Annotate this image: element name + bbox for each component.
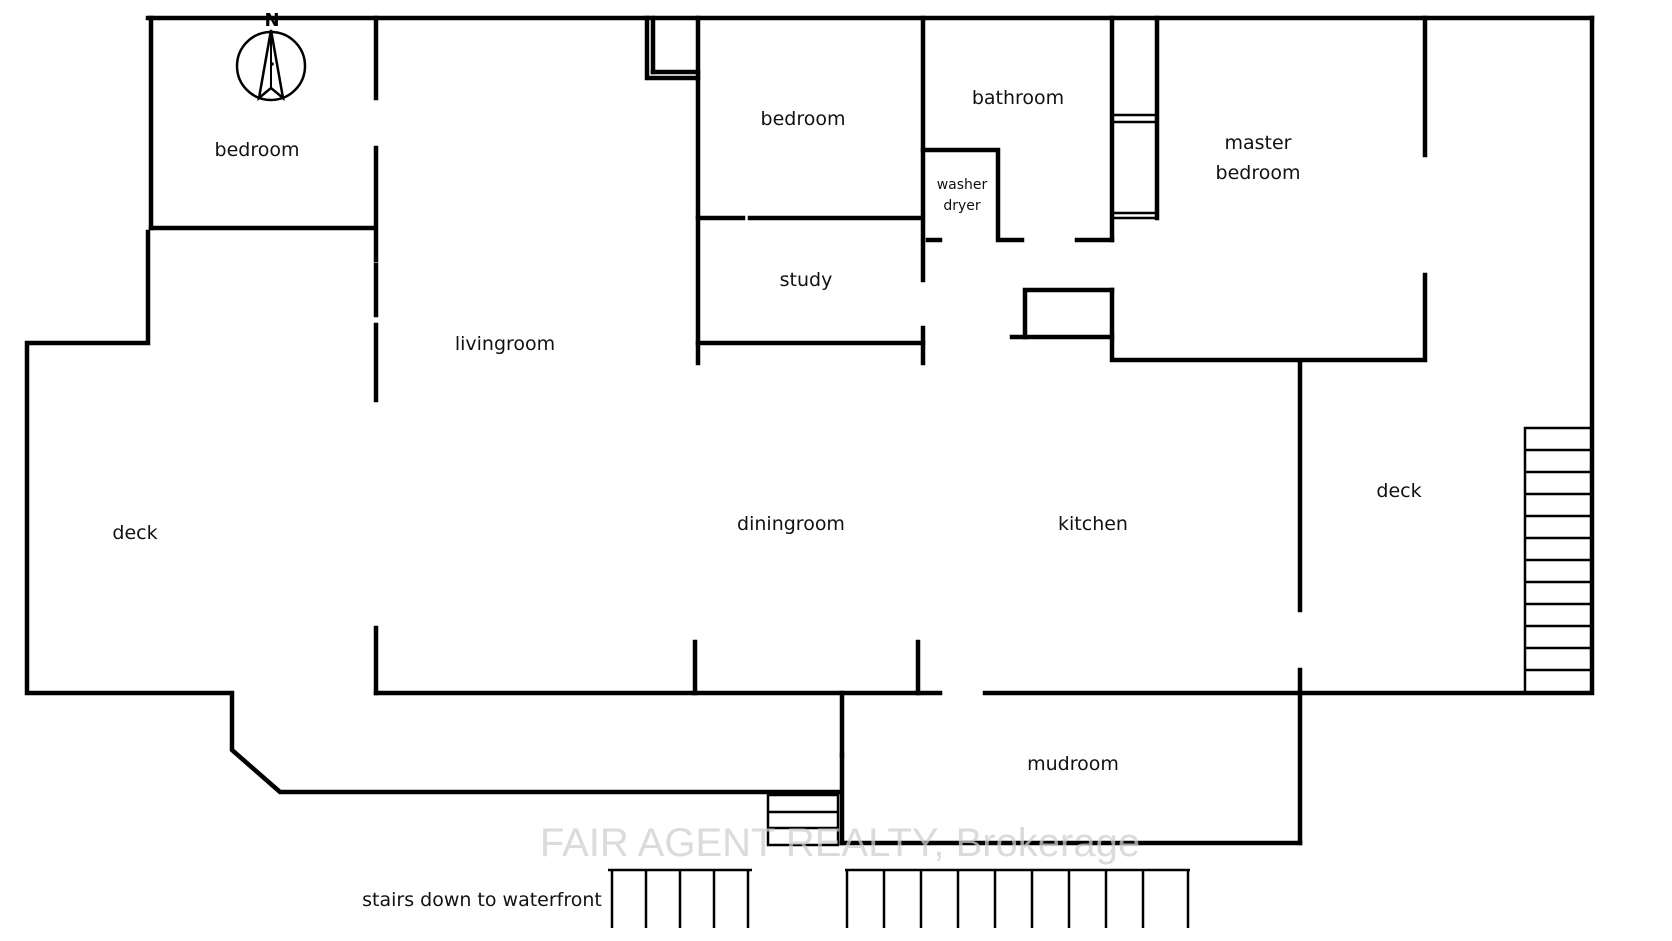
room-label-mudroom: mudroom: [1027, 753, 1119, 775]
mudroom-stairs: [766, 793, 840, 847]
walls: [24, 15, 1595, 846]
room-label-bathroom: bathroom: [972, 87, 1064, 109]
waterfront-stairs: [608, 868, 1190, 928]
room-label-diningroom: diningroom: [737, 513, 845, 535]
room-label-master-line2: bedroom: [1216, 162, 1301, 184]
east-deck-stairs: [1523, 426, 1594, 695]
room-label-kitchen: kitchen: [1058, 513, 1128, 535]
watermark: FAIR AGENT REALTY, Brokerage: [540, 821, 1140, 865]
room-label-master-line1: master: [1224, 132, 1291, 154]
stairs-label: stairs down to waterfront: [362, 889, 602, 911]
room-label-deck-east: deck: [1376, 480, 1421, 502]
compass-icon: N: [235, 10, 307, 102]
room-label-livingroom: livingroom: [455, 333, 555, 355]
room-label-bedroom-nw: bedroom: [215, 139, 300, 161]
room-label-bedroom-center: bedroom: [761, 108, 846, 130]
room-label-dryer: dryer: [943, 198, 981, 214]
room-label-deck-west: deck: [112, 522, 157, 544]
room-label-washer: washer: [937, 177, 988, 193]
room-label-study: study: [780, 269, 833, 291]
north-label: N: [264, 10, 279, 31]
